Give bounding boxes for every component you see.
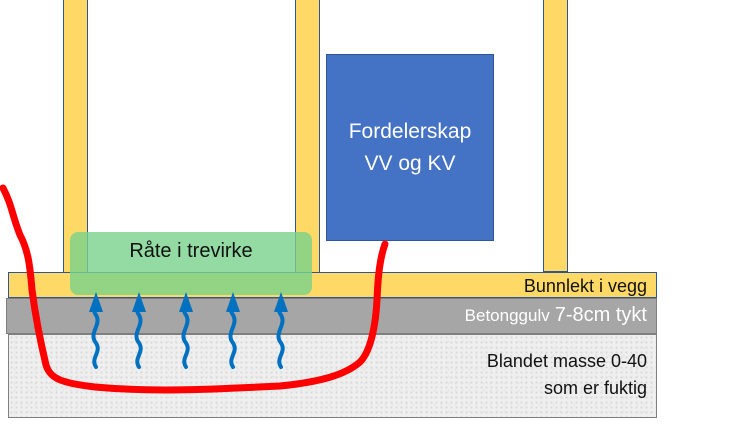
- gravel-label-2: som er fuktig: [543, 378, 647, 398]
- concrete-label: Betonggulv 7-8cm tykt: [465, 304, 647, 327]
- wall-stud-right: [543, 0, 568, 272]
- moisture-arrow-icon: [181, 302, 190, 369]
- bottom-plate-label: Bunnlekt i vegg: [523, 276, 647, 296]
- moisture-arrow-icon: [134, 302, 143, 369]
- wall-stud-left: [63, 0, 88, 274]
- rot-label: Råte i trevirke: [129, 240, 253, 262]
- cabinet-label-2: VV og KV: [364, 151, 456, 175]
- pipe-line: [0, 184, 389, 394]
- cabinet-label-1: Fordelerskap: [348, 119, 472, 143]
- moisture-arrow-icon: [228, 302, 237, 369]
- wall-stud-middle: [295, 0, 320, 274]
- distribution-cabinet: Fordelerskap VV og KV: [326, 54, 494, 241]
- concrete-floor: [6, 298, 657, 334]
- moisture-arrow-icon: [276, 302, 285, 369]
- concrete-label-b: 7-8cm tykt: [554, 304, 647, 326]
- moisture-arrow-icon: [91, 302, 100, 369]
- concrete-label-a: Betonggulv: [464, 306, 550, 325]
- gravel-label-1: Blandet masse 0-40: [486, 351, 647, 371]
- rot-area: [70, 232, 312, 295]
